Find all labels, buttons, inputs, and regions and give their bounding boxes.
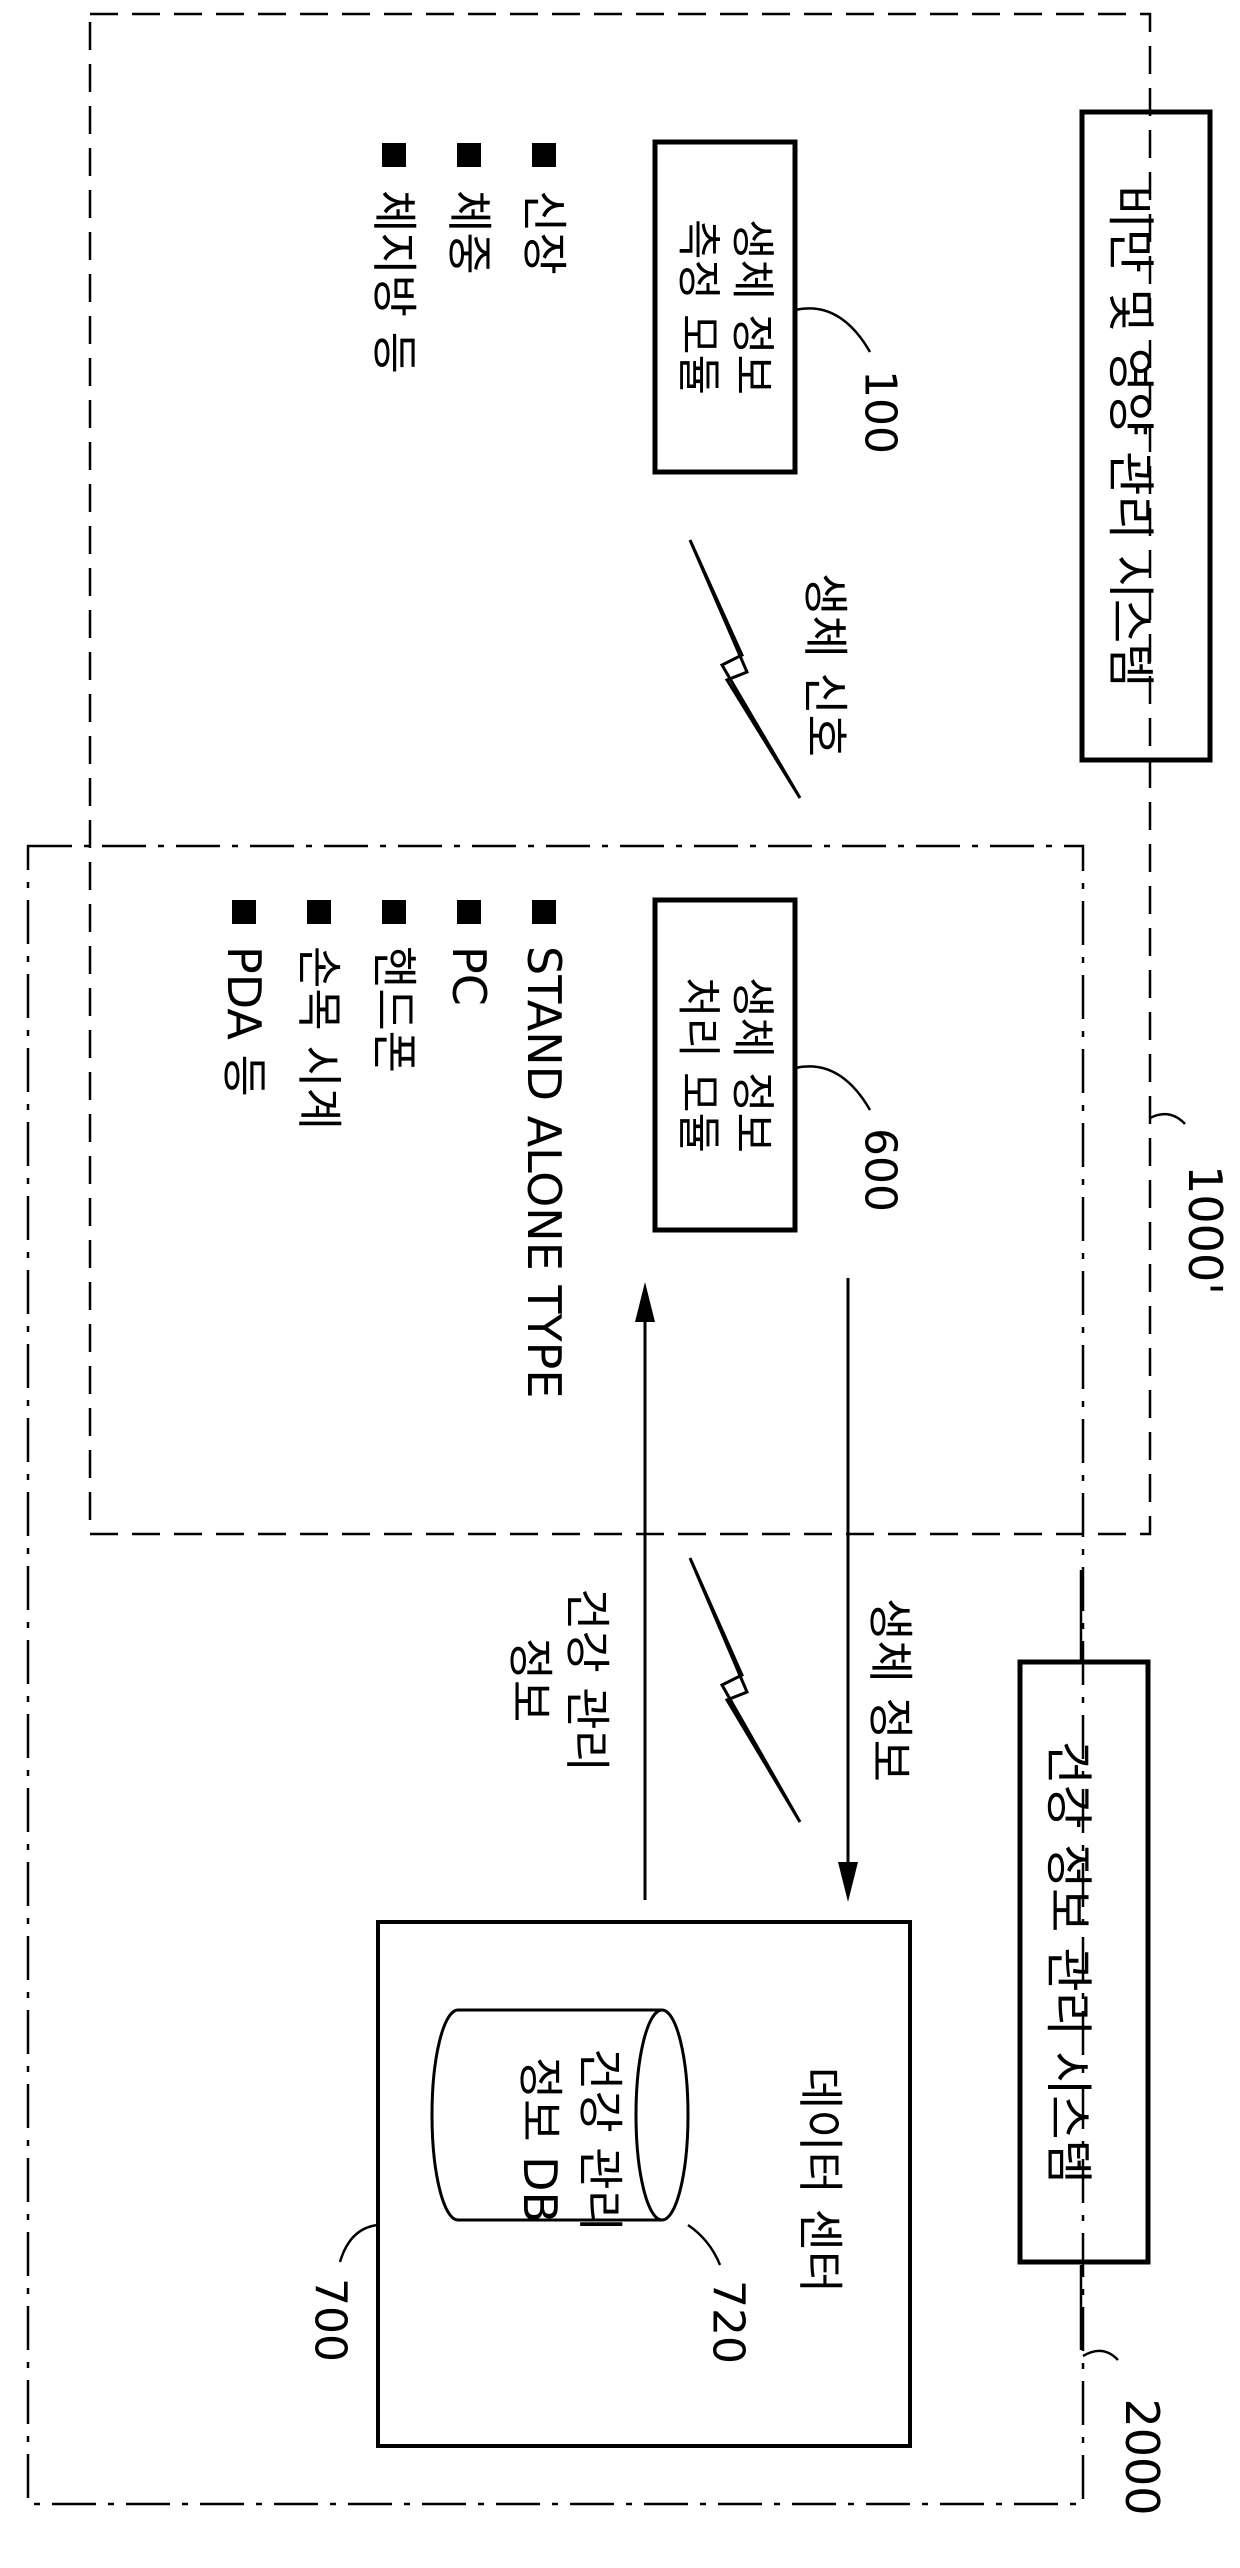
ref-2000-leader	[1083, 2351, 1118, 2360]
ref-600-label: 600	[855, 1128, 906, 1212]
bullet-square	[532, 143, 556, 167]
data-center-box: 데이터 센터	[378, 1922, 910, 2446]
ref-1000-label: 1000'	[1178, 1165, 1232, 1295]
module-600-bullet: 핸드폰	[367, 946, 421, 1073]
module-100-label-line2: 측정 모듈	[673, 219, 724, 395]
arrow-down-label: 생체 정보	[863, 1598, 917, 1782]
module-600-bullet: PDA 등	[217, 946, 271, 1097]
ref-600-leader	[795, 1066, 870, 1110]
bullet-square	[232, 900, 256, 924]
bullet-square	[457, 143, 481, 167]
arrow-up-label-line1: 건강 관리	[560, 1588, 614, 1772]
ref-720-leader	[688, 2225, 720, 2265]
ref-2000-label: 2000	[1115, 2398, 1169, 2515]
ref-100-leader	[795, 308, 870, 352]
system-1000-title-box: 비만 및 영양 관리 시스템	[1082, 112, 1210, 760]
system-2000-title: 건강 정보 관리 시스템	[1040, 1740, 1096, 2183]
module-600-label-line2: 처리 모듈	[673, 977, 724, 1153]
module-600-bullet: PC	[442, 946, 496, 1006]
module-600-label-line1: 생체 정보	[727, 977, 778, 1153]
module-100-bullet: 신장	[517, 190, 571, 275]
module-100-bullet: 체중	[442, 190, 496, 275]
bullet-square	[382, 143, 406, 167]
bullet-square	[532, 900, 556, 924]
bullet-square	[382, 900, 406, 924]
module-100-label-line1: 생체 정보	[727, 219, 778, 395]
system-1000-boundary	[90, 14, 1150, 1534]
db-label-line2: 정보 DB	[513, 2057, 567, 2223]
ref-700-leader	[340, 2225, 378, 2262]
wireless-signal-icon	[690, 540, 800, 798]
arrow-up-label-line2: 정보	[503, 1638, 557, 1723]
wireless-signal-icon	[690, 1558, 800, 1822]
bullet-square	[457, 900, 481, 924]
ref-720-label: 720	[703, 2280, 754, 2364]
system-1000-title: 비만 및 영양 관리 시스템	[1102, 185, 1158, 688]
signal-label: 생체 신호	[798, 573, 852, 757]
arrow-health-info-up	[635, 1282, 655, 1900]
module-100-bullet: 체지방 등	[367, 190, 421, 374]
db-label-line1: 건강 관리	[573, 2048, 627, 2232]
module-600-bullet: 손목 시계	[292, 946, 346, 1130]
ref-1000-leader	[1150, 1114, 1185, 1124]
module-600-bullet: STAND ALONE TYPE	[517, 946, 571, 1398]
data-center-title: 데이터 센터	[793, 2067, 847, 2293]
ref-700-label: 700	[305, 2278, 356, 2362]
arrow-bio-info-down	[838, 1278, 858, 1902]
module-600-box: 생체 정보 처리 모듈	[655, 900, 795, 1230]
ref-100-label: 100	[855, 370, 906, 454]
module-100-box: 생체 정보 측정 모듈	[655, 142, 795, 472]
bullet-square	[307, 900, 331, 924]
